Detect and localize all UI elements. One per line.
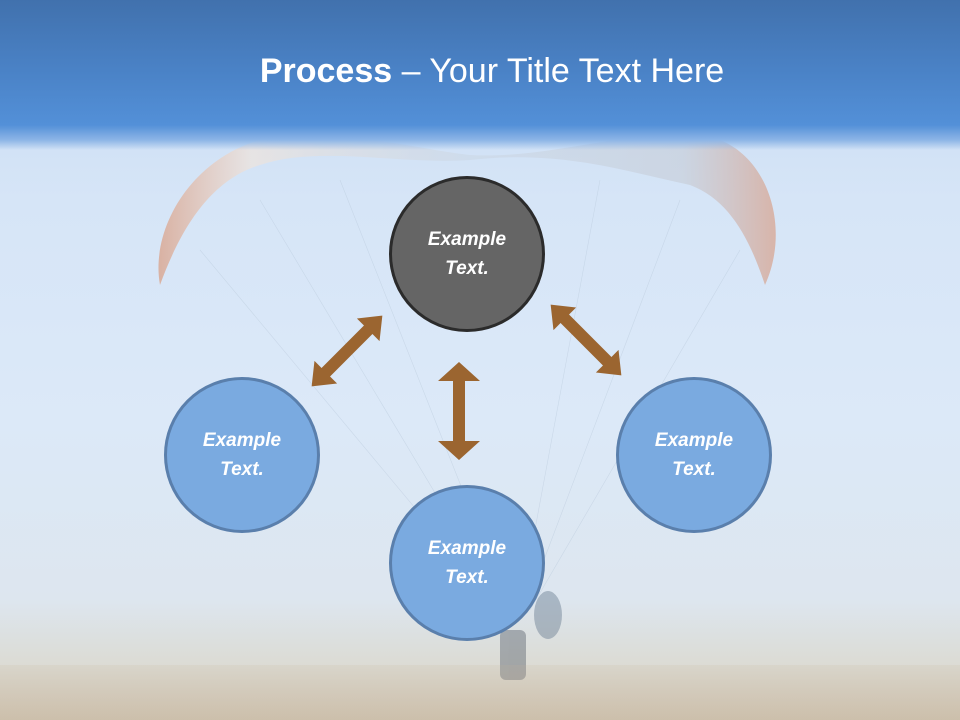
center-node-line2: Text. xyxy=(445,258,489,279)
arrow-center-left xyxy=(311,315,383,387)
left-node[interactable]: Example Text. xyxy=(164,377,320,533)
slide-title: Process – Your Title Text Here xyxy=(0,52,960,91)
title-bold: Process xyxy=(259,52,393,90)
pilot-silhouette xyxy=(500,591,562,680)
grass-field xyxy=(0,665,960,720)
center-node[interactable]: Example Text. xyxy=(389,176,545,332)
right-node-line1: Example xyxy=(654,430,734,451)
title-bar xyxy=(0,0,960,150)
bottom-node-line2: Text. xyxy=(445,567,489,588)
bottom-node-line1: Example xyxy=(427,538,507,559)
bottom-node[interactable]: Example Text. xyxy=(389,485,545,641)
left-node-line2: Text. xyxy=(220,459,264,480)
left-node-line1: Example xyxy=(202,430,282,451)
right-node[interactable]: Example Text. xyxy=(616,377,772,533)
center-node-line1: Example xyxy=(427,229,507,250)
arrow-center-bottom xyxy=(438,362,480,460)
right-node-line2: Text. xyxy=(672,459,716,480)
arrow-center-right xyxy=(550,304,622,376)
title-rest: – Your Title Text Here xyxy=(392,52,725,90)
